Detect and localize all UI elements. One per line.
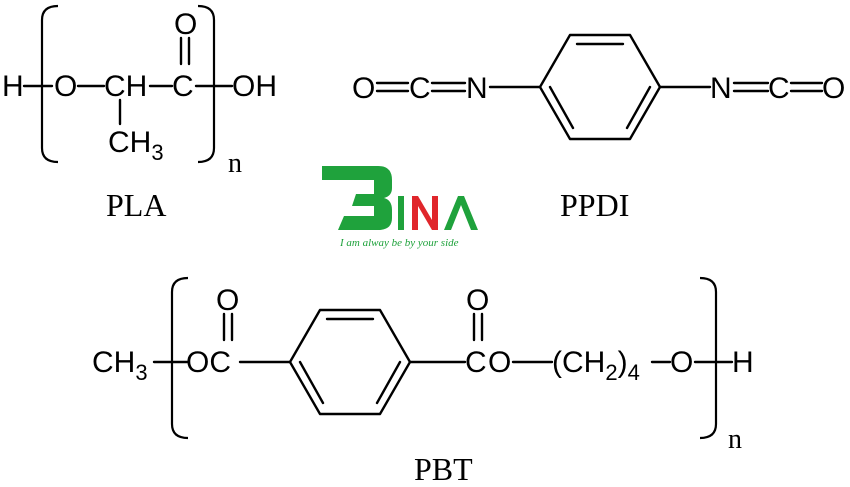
pbt-left-bracket bbox=[170, 276, 189, 440]
pbt-structure: CH3 OC O C O O (CH2)4 O H n PBT bbox=[92, 276, 754, 487]
logo-letter-n bbox=[412, 196, 438, 230]
ppdi-structure: O C N N C O PPDI bbox=[352, 33, 845, 223]
logo-letter-i bbox=[398, 196, 404, 230]
pla-h-atom: H bbox=[2, 70, 24, 103]
pbt-left-carbonyl-o: O bbox=[216, 284, 239, 317]
pla-oh-group: OH bbox=[232, 70, 277, 103]
pbt-ch2-close: ) bbox=[618, 346, 628, 379]
pla-structure: H O CH C O OH CH3 n PLA bbox=[2, 4, 277, 223]
bina-logo: I am alway be by your side bbox=[322, 166, 478, 249]
pbt-link-o-atom: O bbox=[488, 346, 511, 379]
ppdi-left-o-atom: O bbox=[352, 72, 375, 105]
pbt-ch2-chain: (CH2)4 bbox=[552, 346, 640, 385]
pla-o-atom: O bbox=[54, 70, 77, 103]
pbt-ch3-base: CH bbox=[92, 346, 135, 379]
ppdi-ring-double-3 bbox=[548, 85, 575, 130]
pbt-ring-double-3 bbox=[298, 360, 325, 405]
pla-ch3-base: CH bbox=[108, 126, 151, 159]
pla-repeat-n: n bbox=[228, 148, 242, 179]
pla-left-bracket bbox=[40, 4, 59, 164]
ppdi-right-c-atom: C bbox=[768, 72, 790, 105]
pla-ch3-group: CH3 bbox=[108, 126, 164, 165]
pbt-label: PBT bbox=[414, 451, 473, 487]
pbt-right-c-atom: C bbox=[465, 346, 487, 379]
logo-tagline: I am alway be by your side bbox=[339, 237, 459, 249]
pbt-ch2-subscript: 2 bbox=[605, 360, 617, 385]
pbt-repeat-n: n bbox=[728, 424, 742, 455]
pla-c-atom: C bbox=[172, 70, 194, 103]
pbt-oc-group: OC bbox=[186, 346, 231, 379]
pbt-ch3-group: CH3 bbox=[92, 346, 148, 385]
pla-right-bracket bbox=[197, 4, 216, 164]
pbt-right-bracket bbox=[699, 276, 718, 440]
pbt-ring-double-2 bbox=[375, 360, 402, 405]
pla-label: PLA bbox=[106, 187, 166, 223]
ppdi-ring-double-2 bbox=[625, 85, 652, 130]
pbt-benzene-ring bbox=[288, 308, 412, 416]
logo-letter-a bbox=[444, 196, 478, 230]
ppdi-left-n-atom: N bbox=[466, 72, 488, 105]
pbt-end-h-atom: H bbox=[732, 346, 754, 379]
ppdi-right-o-atom: O bbox=[822, 72, 845, 105]
ppdi-right-n-atom: N bbox=[710, 72, 732, 105]
pla-carbonyl-o-atom: O bbox=[174, 8, 197, 41]
pbt-repeat-subscript: 4 bbox=[628, 360, 640, 385]
ppdi-label: PPDI bbox=[560, 187, 629, 223]
pbt-end-o-atom: O bbox=[670, 346, 693, 379]
ppdi-left-c-atom: C bbox=[409, 72, 431, 105]
pla-ch-group: CH bbox=[104, 70, 147, 103]
ppdi-benzene-ring bbox=[538, 33, 662, 141]
pbt-ch2-open: (CH bbox=[552, 346, 605, 379]
pbt-right-carbonyl-o: O bbox=[466, 284, 489, 317]
pla-ch3-subscript: 3 bbox=[151, 140, 163, 165]
logo-three-mark bbox=[322, 166, 392, 230]
pbt-ch3-subscript: 3 bbox=[135, 360, 147, 385]
